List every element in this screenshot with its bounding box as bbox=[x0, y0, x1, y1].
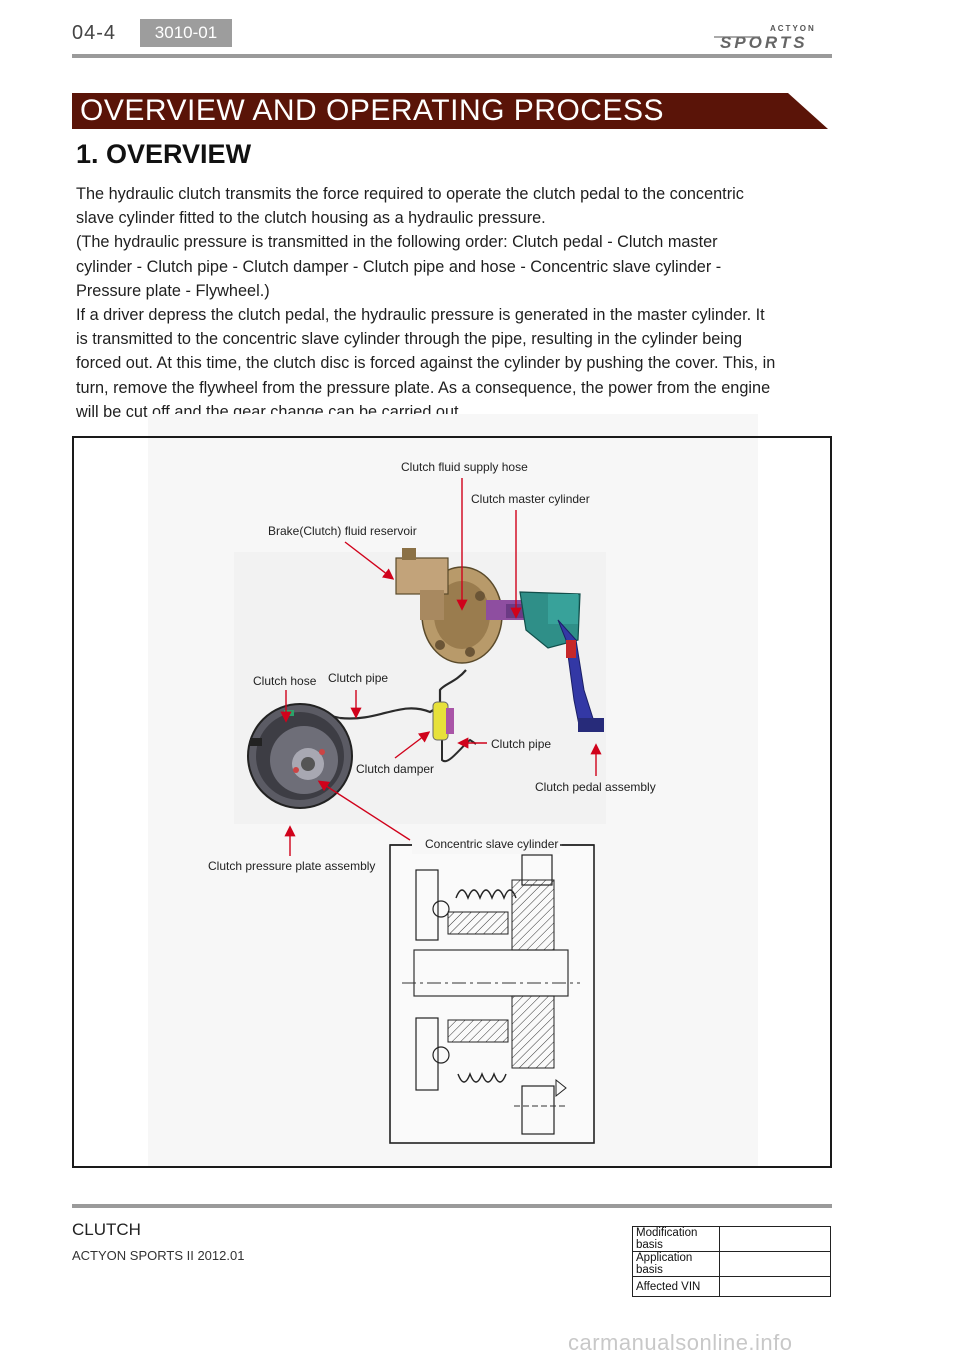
watermark: carmanualsonline.info bbox=[568, 1330, 793, 1356]
label-clutch-pipe-lower: Clutch pipe bbox=[491, 737, 551, 751]
label-pressure-plate-assembly: Clutch pressure plate assembly bbox=[208, 859, 375, 873]
label-slave-cylinder: Concentric slave cylinder bbox=[425, 837, 558, 851]
table-cell-label: Affected VIN bbox=[633, 1277, 720, 1297]
label-clutch-pipe-upper: Clutch pipe bbox=[328, 671, 388, 685]
footer-subtitle: ACTYON SPORTS II 2012.01 bbox=[72, 1248, 244, 1263]
table-row: Affected VIN bbox=[633, 1277, 831, 1297]
table-cell-label: Modification basis bbox=[633, 1227, 720, 1252]
table-cell-label: Application basis bbox=[633, 1252, 720, 1277]
label-clutch-damper: Clutch damper bbox=[356, 762, 434, 776]
table-cell-value bbox=[720, 1277, 831, 1297]
table-cell-value bbox=[720, 1227, 831, 1252]
label-clutch-pedal-assembly: Clutch pedal assembly bbox=[535, 780, 656, 794]
slave-cylinder-section-view bbox=[390, 845, 594, 1143]
table-row: Application basis bbox=[633, 1252, 831, 1277]
table-cell-value bbox=[720, 1252, 831, 1277]
label-clutch-hose: Clutch hose bbox=[253, 674, 317, 688]
label-fluid-reservoir: Brake(Clutch) fluid reservoir bbox=[268, 524, 417, 538]
label-clutch-master-cylinder: Clutch master cylinder bbox=[471, 492, 590, 506]
footer-title: CLUTCH bbox=[72, 1220, 141, 1240]
modification-table: Modification basis Application basis Aff… bbox=[632, 1226, 831, 1297]
label-clutch-fluid-supply-hose: Clutch fluid supply hose bbox=[401, 460, 528, 474]
table-row: Modification basis bbox=[633, 1227, 831, 1252]
fluid-reservoir-illustration bbox=[396, 558, 448, 594]
bottom-divider bbox=[72, 1204, 832, 1208]
